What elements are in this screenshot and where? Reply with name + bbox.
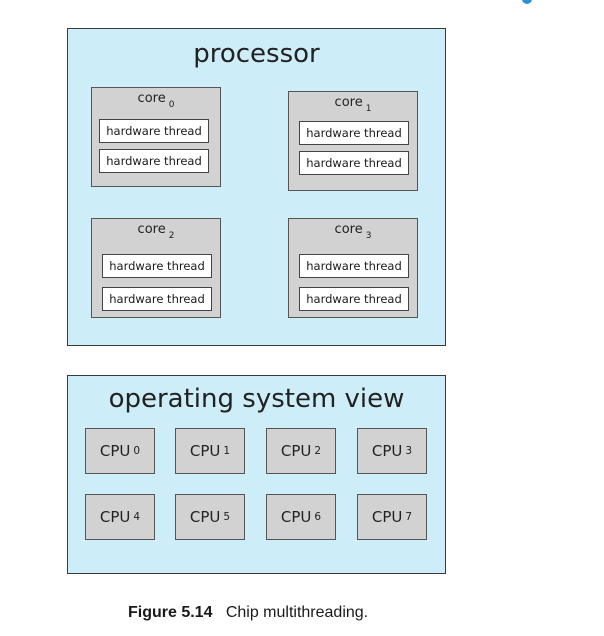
core-1-thread-2: hardware thread [299,151,409,175]
core-3-thread-2: hardware thread [299,287,409,311]
core-0-thread-1: hardware thread [99,119,209,143]
figure-caption-text: Chip multithreading. [225,604,369,621]
os-view-title: operating system view [108,384,405,414]
core-3-thread-1: hardware thread [299,254,409,278]
figure-caption: Figure 5.14 Chip multithreading. [128,604,368,622]
core-0-thread-2: hardware thread [99,149,209,173]
core-2-thread-2: hardware thread [102,287,212,311]
processor-title: processor [193,39,320,69]
corner-mark-icon [522,0,532,4]
figure-number: Figure 5.14 [128,604,213,621]
core-2-thread-1: hardware thread [102,254,212,278]
core-1-thread-1: hardware thread [299,121,409,145]
